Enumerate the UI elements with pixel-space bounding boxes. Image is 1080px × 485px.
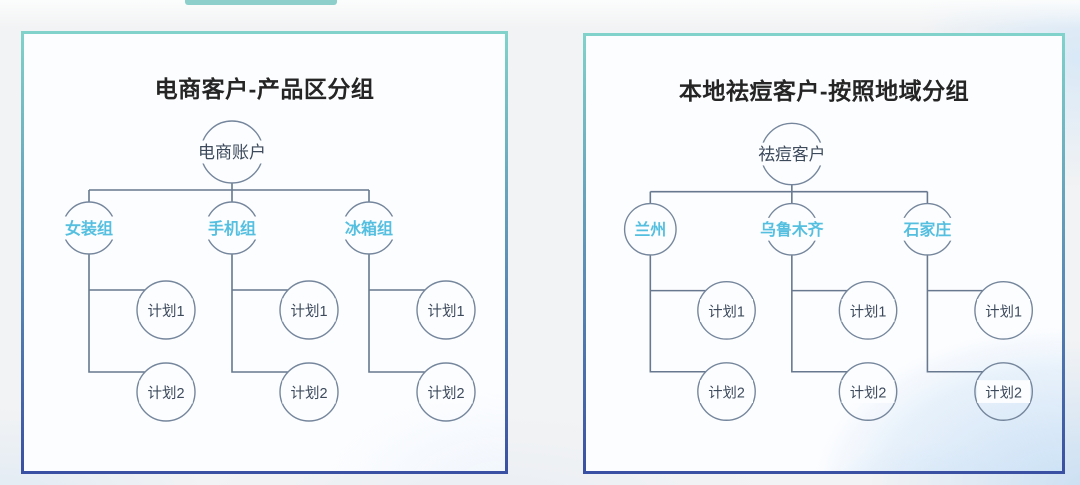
group-node-circle xyxy=(623,202,677,256)
plan-node-label-backing xyxy=(139,298,193,322)
root-node-label-backing xyxy=(193,140,271,164)
plan-node-label-backing xyxy=(700,380,753,403)
plan-node-label: 计划1 xyxy=(290,303,327,320)
plan-node-circle xyxy=(416,280,476,340)
plan-node-circle xyxy=(136,280,196,340)
group-node-label-backing xyxy=(898,217,957,241)
plan-node-label-backing xyxy=(282,380,336,404)
panel-title: 电商客户-产品区分组 xyxy=(154,76,375,102)
plan-node-label-backing xyxy=(841,380,895,403)
group-node-label: 兰州 xyxy=(634,220,666,239)
plan-node-label: 计划2 xyxy=(850,384,887,401)
plan-node-circle xyxy=(974,362,1034,421)
plan-node-label: 计划1 xyxy=(985,303,1022,320)
plan-node-circle xyxy=(416,362,476,422)
connector-line xyxy=(88,183,370,202)
group-node-label: 乌鲁木齐 xyxy=(760,220,823,239)
plan-node-label-backing xyxy=(282,298,336,322)
connector-line xyxy=(649,184,929,204)
plan-node-label: 计划2 xyxy=(708,384,745,401)
group-node-label: 冰箱组 xyxy=(345,219,393,238)
plan-node-circle xyxy=(279,280,339,340)
plan-node-label: 计划1 xyxy=(708,303,745,320)
root-node-label: 电商账户 xyxy=(198,143,266,162)
plan-node-label-backing xyxy=(419,298,473,322)
plan-node-label-backing xyxy=(139,380,193,404)
connector-line xyxy=(231,254,288,373)
plan-node-label-backing xyxy=(977,299,1031,322)
plan-node-label: 计划1 xyxy=(147,303,184,320)
plan-node-circle xyxy=(974,281,1034,340)
cropped-border-fragment xyxy=(185,0,337,5)
plan-node-circle xyxy=(838,281,898,340)
panel-acne-regional: 本地祛痘客户-按照地域分组 祛痘客户兰州计划1 计划2 乌鲁木齐计划1 计划2 石家庄计… xyxy=(583,33,1065,474)
plan-node-label-backing xyxy=(841,299,895,322)
plan-node-circle xyxy=(697,281,756,340)
plan-node-circle xyxy=(838,362,898,421)
root-node-label: 祛痘客户 xyxy=(758,145,825,164)
connector-line xyxy=(791,254,848,373)
plan-node-label: 计划2 xyxy=(290,385,327,402)
plan-node-label: 计划2 xyxy=(147,385,184,402)
group-node-label-backing xyxy=(60,216,118,240)
group-node-label-backing xyxy=(203,216,261,240)
plan-node-label-backing xyxy=(977,380,1031,403)
plan-node-circle xyxy=(279,362,339,422)
plan-node-circle xyxy=(136,362,196,422)
group-node-label-backing xyxy=(755,217,829,241)
panel-title: 本地祛痘客户-按照地域分组 xyxy=(678,78,970,104)
plan-node-label: 计划1 xyxy=(850,303,887,320)
group-node-label: 手机组 xyxy=(208,219,256,238)
plan-node-label-backing xyxy=(700,299,753,322)
plan-node-label-backing xyxy=(419,380,473,404)
panel-ecommerce: 电商客户-产品区分组 电商账户女装组计划1 计划2 手机组计划1 计划2 冰箱组计划1 计… xyxy=(21,31,508,474)
group-node-label-backing xyxy=(340,216,398,240)
group-node-label: 女装组 xyxy=(65,219,113,238)
root-node-label-backing xyxy=(753,142,831,166)
connector-line xyxy=(926,254,983,373)
group-node-label-backing xyxy=(629,217,672,241)
group-node-label: 石家庄 xyxy=(903,220,952,239)
plan-node-label: 计划1 xyxy=(427,303,464,320)
plan-node-label: 计划2 xyxy=(427,385,464,402)
connector-line xyxy=(649,254,706,373)
plan-node-label: 计划2 xyxy=(985,384,1022,401)
connector-line xyxy=(88,254,145,373)
connector-line xyxy=(368,254,425,373)
plan-node-circle xyxy=(697,362,756,421)
